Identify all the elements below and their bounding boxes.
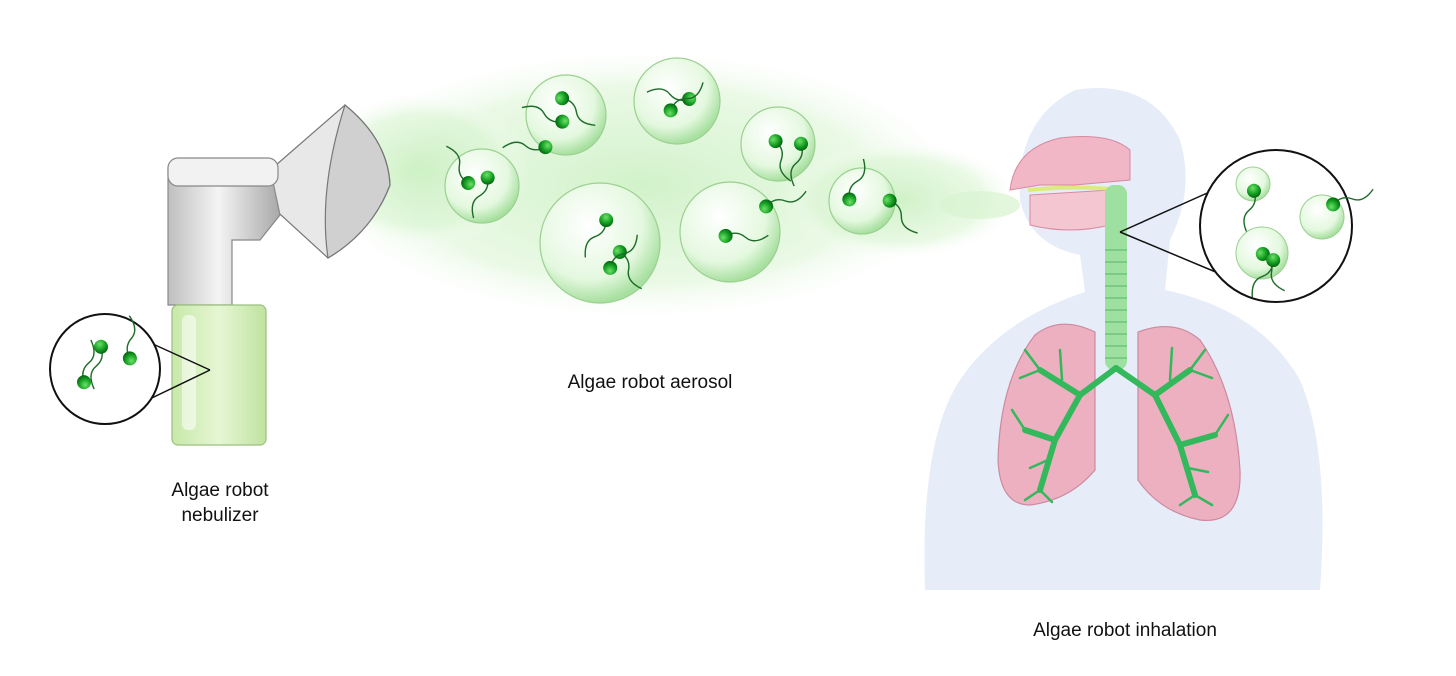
aerosol-label: Algae robot aerosol — [567, 372, 733, 393]
bubble-4 — [444, 140, 520, 224]
nebulizer-icon — [167, 103, 391, 446]
bubble-3 — [740, 106, 816, 187]
bubble-5 — [539, 182, 661, 304]
bubble-1 — [501, 74, 607, 157]
zoom-callout-icon — [1119, 149, 1377, 303]
bubble-7 — [828, 158, 919, 242]
aerosol-bubble-icon — [444, 57, 919, 304]
lungs-icon — [924, 88, 1323, 591]
zoom-callout-icon — [49, 313, 211, 425]
bubble-2 — [633, 57, 721, 145]
bubble-6 — [679, 181, 810, 283]
nebulizer-label: Algae robot nebulizer — [171, 480, 269, 526]
inhalation-label: Algae robot inhalation — [1033, 620, 1217, 641]
